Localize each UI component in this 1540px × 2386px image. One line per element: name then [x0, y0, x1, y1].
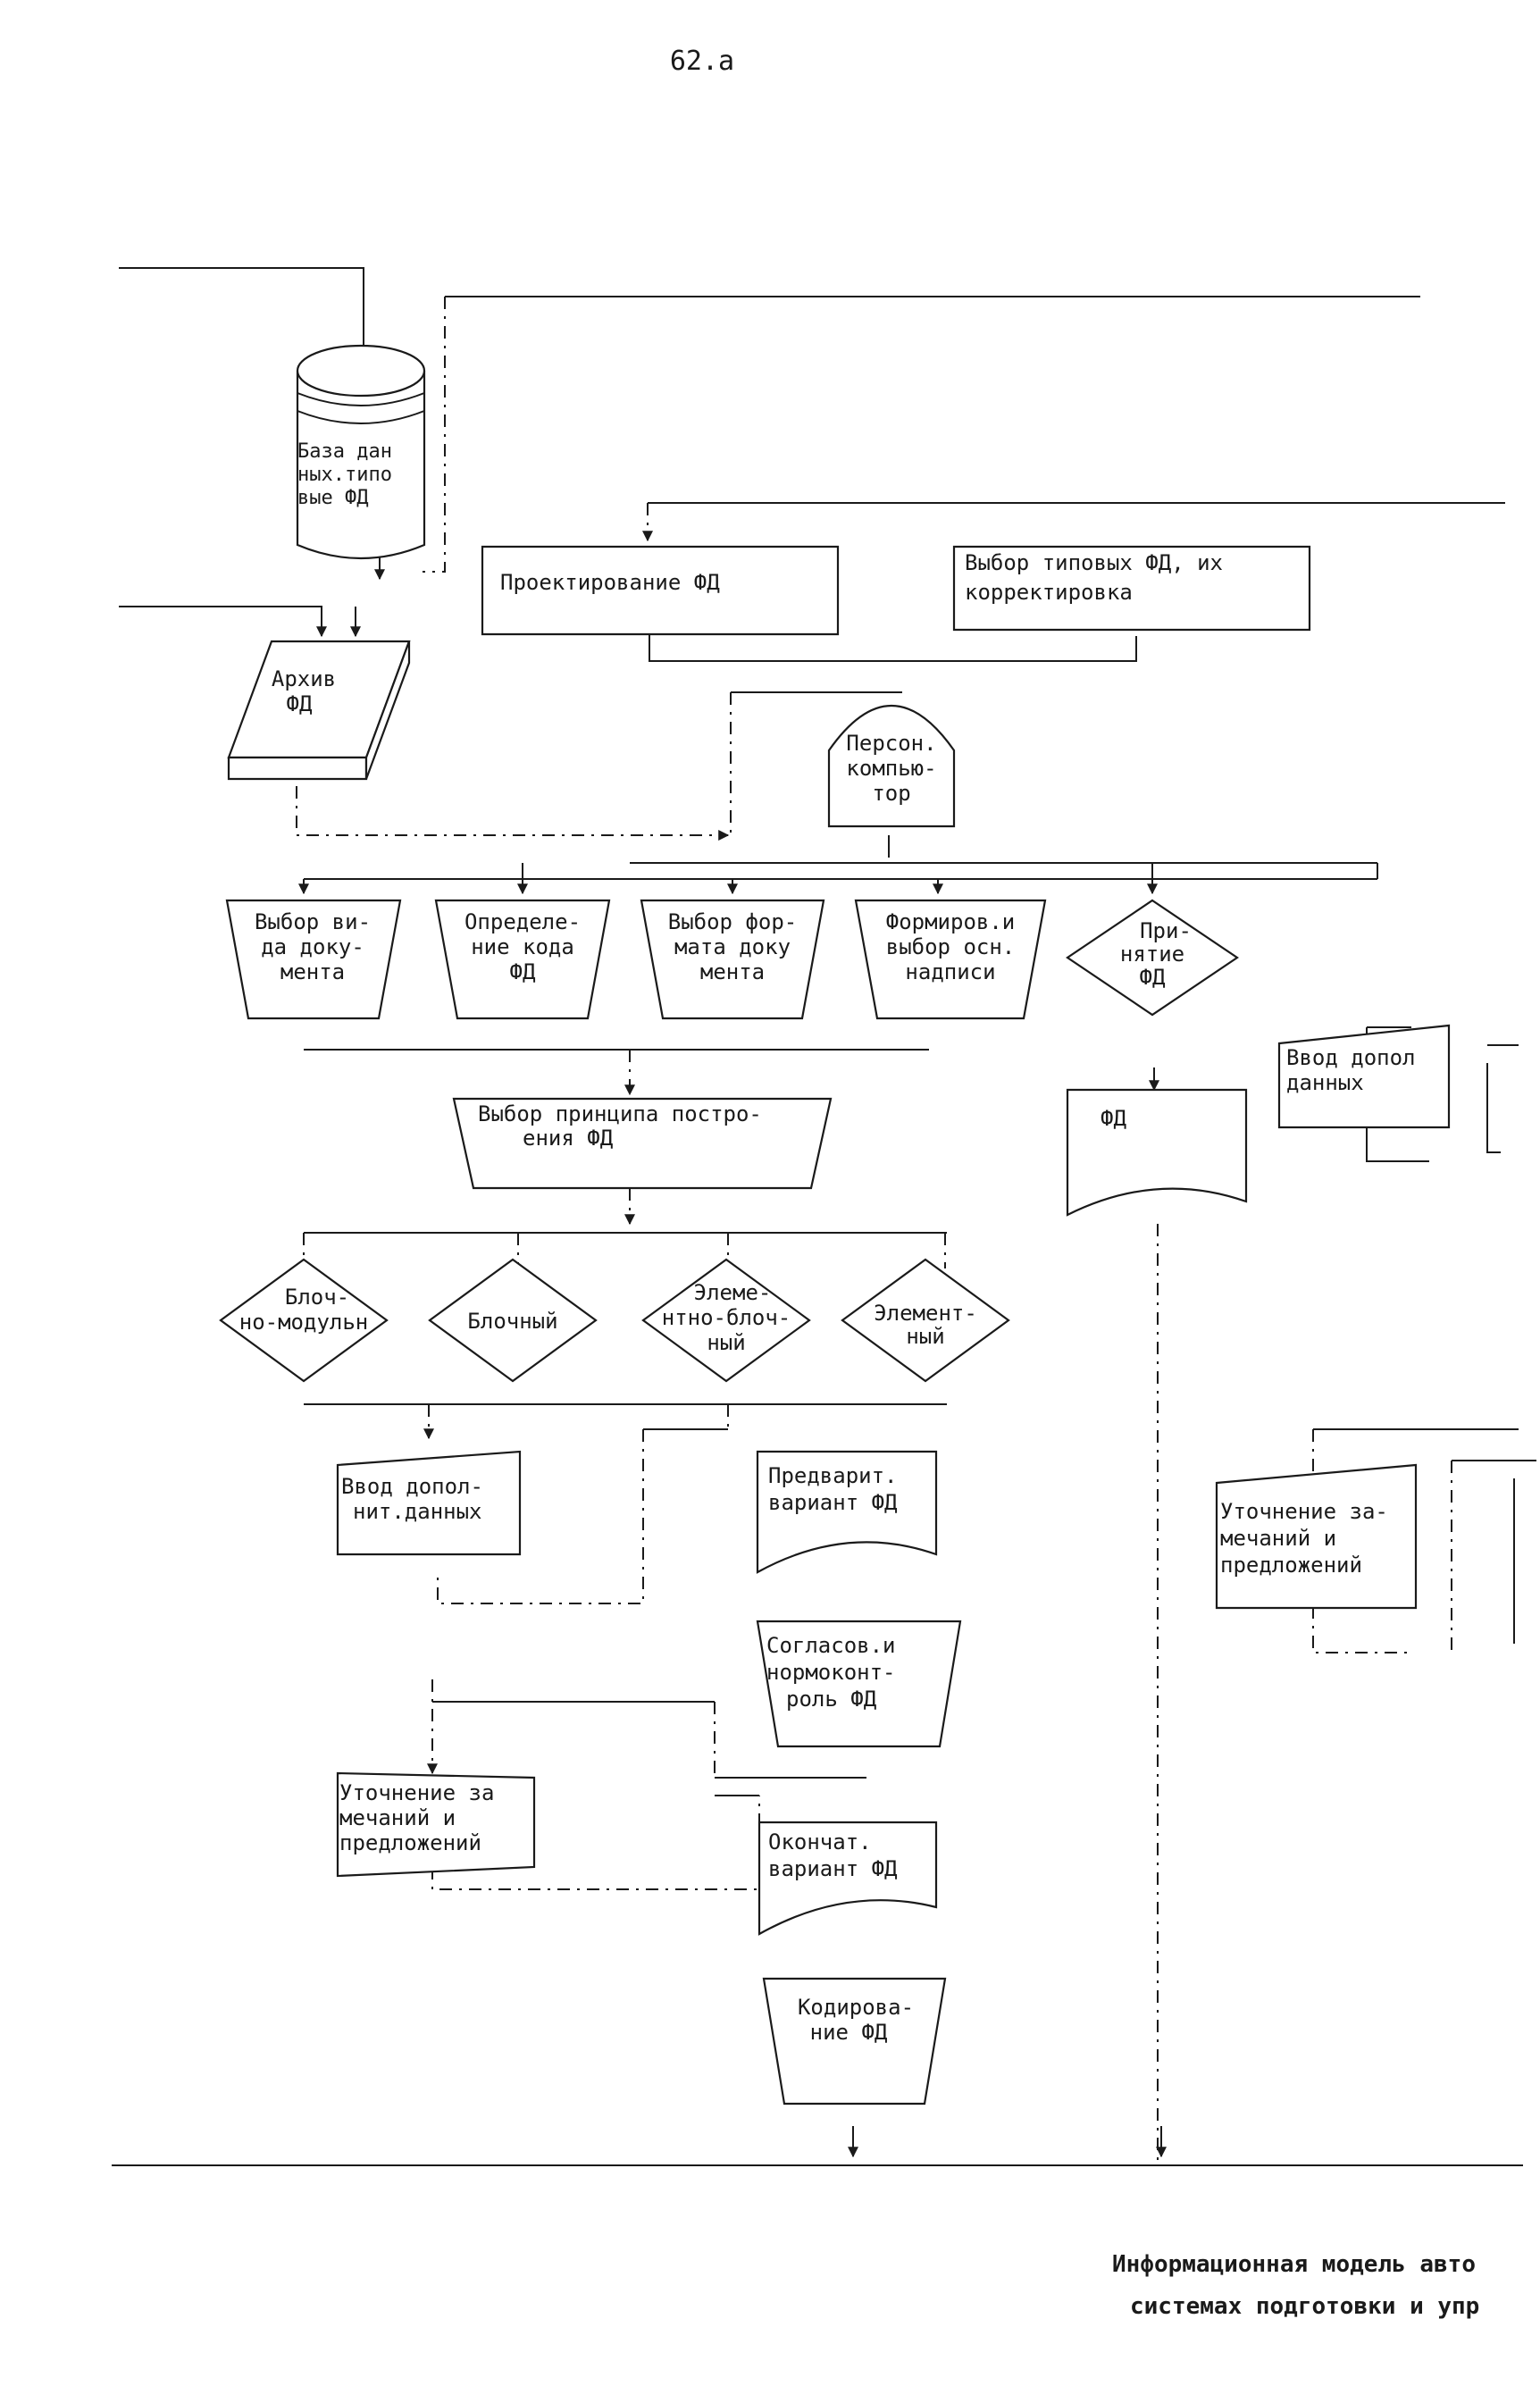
- principle-node: Выбор принципа постро-ения ФД: [452, 1097, 833, 1190]
- block-node: Блочный: [428, 1258, 598, 1383]
- page-number: 62.а: [670, 46, 734, 77]
- element-block-label: Элеме-нтно-блоч-ный: [662, 1280, 791, 1355]
- block-modular-label: Блоч-но-модульн: [239, 1285, 369, 1335]
- design-node: Проектирование ФД: [481, 545, 840, 636]
- pc-node: Персон.компью-тор: [827, 705, 956, 828]
- block-modular-node: Блоч-но-модульн: [219, 1258, 389, 1383]
- element-label: Элемент-ный: [874, 1301, 977, 1349]
- input-add-left-label: Ввод допол-нит.данных: [341, 1474, 483, 1524]
- prelim-label: Предварит.вариант ФД: [768, 1463, 898, 1515]
- prelim-node: Предварит.вариант ФД: [756, 1450, 938, 1574]
- input-add-left-node: Ввод допол-нит.данных: [336, 1450, 522, 1556]
- connectors: [112, 267, 1536, 2166]
- final-label: Окончат.вариант ФД: [768, 1829, 898, 1881]
- block-label: Блочный: [467, 1309, 557, 1334]
- final-node: Окончат.вариант ФД: [757, 1821, 938, 1936]
- coding-label: Кодирова-ние ФД: [798, 1995, 914, 2045]
- element-node: Элемент-ный: [841, 1258, 1010, 1383]
- caption-line-2: системах подготовки и упр: [1130, 2293, 1479, 2320]
- fd-doc-node: ФД: [1066, 1088, 1248, 1217]
- fd-doc-label: ФД: [1101, 1106, 1126, 1131]
- coding-node: Кодирова-ние ФД: [762, 1977, 947, 2106]
- choose-doc-type-node: Выбор ви-да докy-мента: [225, 899, 402, 1020]
- element-block-node: Элеме-нтно-блоч-ный: [641, 1258, 811, 1383]
- design-label: Проектирование ФД: [500, 570, 720, 595]
- pc-label: Персон.компью-тор: [846, 731, 936, 806]
- principle-label: Выбор принципа постро-ения ФД: [478, 1101, 762, 1151]
- choose-doc-type-label: Выбор ви-да докy-мента: [255, 909, 371, 984]
- caption-line-1: Информационная модель авто: [1112, 2251, 1476, 2278]
